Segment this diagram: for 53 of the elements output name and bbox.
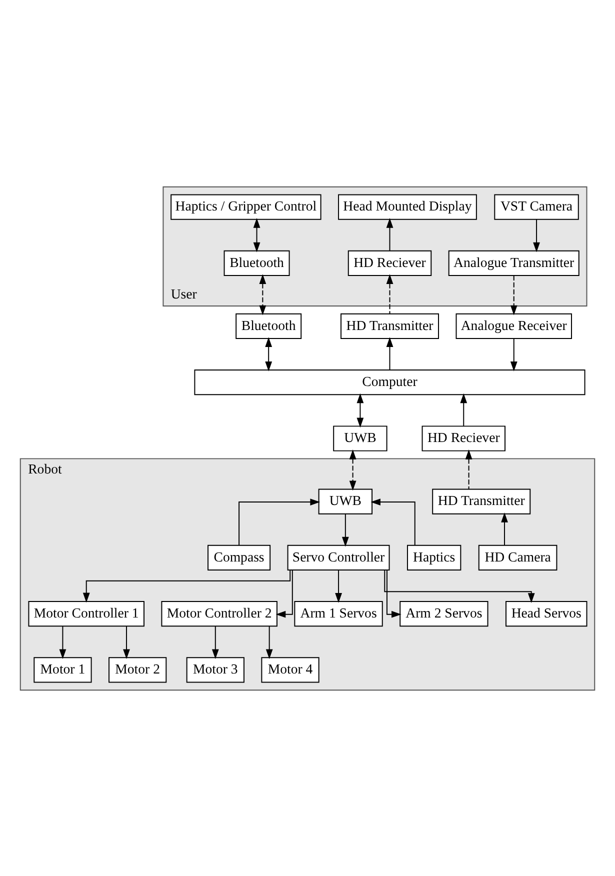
node-box: VST Camera: [494, 194, 579, 220]
arrow: [265, 336, 272, 371]
node-box: Arm 1 Servos: [294, 600, 383, 626]
node-box: HD Transmitter: [432, 488, 531, 514]
arrow: [59, 625, 66, 659]
node-box: Motor Controller 2: [161, 600, 278, 626]
arrow: [266, 625, 273, 659]
arrow: [212, 625, 219, 659]
node-box: Motor 1: [34, 656, 92, 682]
node-box: UWB: [318, 488, 373, 514]
node-box: Servo Controller: [287, 544, 390, 570]
node-box: Analogue Receiver: [456, 312, 572, 339]
node-box: Motor 3: [186, 656, 244, 682]
node-box: Haptics / Gripper Control: [170, 194, 322, 220]
arrow: [276, 569, 293, 618]
arrow: [460, 392, 468, 426]
node-box: Computer: [194, 369, 586, 395]
arrow: [259, 274, 266, 315]
node-box: HD Transmitter: [340, 312, 439, 339]
arrow: [533, 218, 540, 252]
node-box: Motor Controller 1: [28, 600, 144, 626]
node-box: Compass: [208, 544, 271, 570]
arrow: [510, 338, 518, 371]
arrow: [370, 498, 416, 546]
arrow: [356, 392, 364, 428]
arrow: [384, 569, 535, 602]
node-box: Head Mounted Display: [338, 194, 477, 220]
node-box: Arm 2 Servos: [400, 600, 488, 626]
arrow: [82, 569, 291, 602]
node-box: HD Camera: [478, 544, 558, 570]
arrow: [238, 498, 320, 546]
node-box: UWB: [333, 425, 388, 451]
arrow: [510, 274, 518, 315]
node-box: Motor 4: [261, 656, 320, 682]
arrow: [386, 274, 394, 314]
node-box: HD Reciever: [422, 425, 506, 451]
node-box: Analogue Transmitter: [448, 250, 580, 276]
arrow: [501, 512, 508, 546]
node-box: Haptics: [406, 544, 462, 570]
arrow: [465, 448, 472, 490]
arrow: [335, 569, 342, 602]
arrow: [123, 625, 130, 659]
node-box: Bluetooth: [236, 312, 302, 339]
arrow: [349, 448, 356, 490]
node-box: HD Reciever: [348, 250, 432, 276]
node-box: Motor 2: [108, 656, 167, 682]
arrow: [342, 513, 349, 546]
arrow: [386, 336, 394, 370]
node-box: Head Servos: [506, 600, 588, 626]
node-box: Bluetooth: [224, 250, 290, 276]
arrow: [253, 217, 260, 252]
arrow: [386, 569, 402, 618]
arrow: [386, 217, 394, 251]
